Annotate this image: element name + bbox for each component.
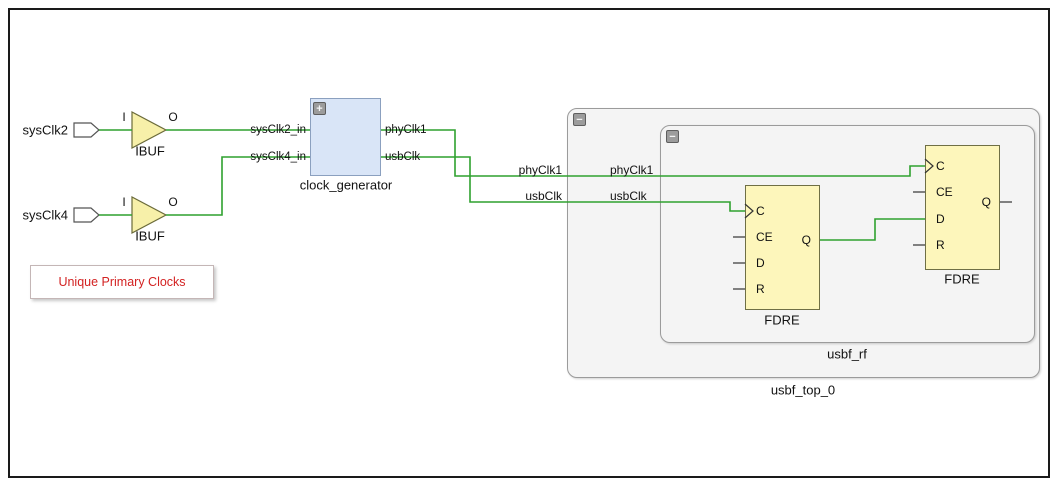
ibuf1-output-pin-label: O xyxy=(168,110,178,124)
collapse-button-usbf-top-0[interactable]: − xyxy=(573,113,586,126)
fdre1-label: FDRE xyxy=(764,312,800,328)
fdre1-pin-r: R xyxy=(756,282,765,296)
fdre1-pin-c: C xyxy=(756,204,765,218)
wire-phyclk1[interactable] xyxy=(381,129,925,177)
input-port-symbol-sysclk2[interactable] xyxy=(73,122,100,138)
clockgen-pin-phyclk1: phyClk1 xyxy=(385,124,427,136)
clock-generator-label: clock_generator xyxy=(299,177,393,193)
fdre2-label: FDRE xyxy=(944,271,980,287)
net-label-phyclk1-outer: phyClk1 xyxy=(518,163,562,177)
clockgen-pin-usbclk: usbClk xyxy=(385,151,421,163)
input-port-symbol-sysclk4[interactable] xyxy=(73,207,100,223)
expand-button-clock-generator[interactable]: + xyxy=(313,102,326,115)
fdre1-pin-ce: CE xyxy=(756,230,773,244)
fdre2-pin-q: Q xyxy=(981,195,991,209)
port-label-sysclk4: sysClk4 xyxy=(22,207,68,223)
wire-fdre1-q-to-fdre2-d[interactable] xyxy=(820,218,925,241)
fdre1-pin-d: D xyxy=(756,256,765,270)
note-text: Unique Primary Clocks xyxy=(58,275,186,289)
fdre2-pin-c: C xyxy=(936,159,945,173)
block-fdre-1[interactable] xyxy=(745,185,820,310)
net-label-usbclk-inner: usbClk xyxy=(610,189,647,203)
wire-usbclk[interactable] xyxy=(381,156,745,212)
ibuf1-input-pin-label: I xyxy=(122,110,126,124)
clockgen-pin-sysclk2-in: sysClk2_in xyxy=(250,124,306,136)
usbf-top-0-label: usbf_top_0 xyxy=(770,382,836,398)
clock-pin-mark-fdre2 xyxy=(924,158,934,174)
fdre2-pin-ce: CE xyxy=(936,185,953,199)
block-fdre-2[interactable] xyxy=(925,145,1000,270)
ibuf2-label: IBUF xyxy=(135,228,165,244)
ibuf1-label: IBUF xyxy=(135,143,165,159)
clockgen-pin-sysclk4-in: sysClk4_in xyxy=(250,151,306,163)
clock-pin-mark-fdre1 xyxy=(744,203,754,219)
port-label-sysclk2: sysClk2 xyxy=(22,122,68,138)
ibuf2-output-pin-label: O xyxy=(168,195,178,209)
wire-sysclk4-ibuf-to-clockgen[interactable] xyxy=(166,156,310,216)
net-label-phyclk1-inner: phyClk1 xyxy=(610,163,654,177)
note-box: Unique Primary Clocks xyxy=(30,265,214,299)
fdre2-pin-r: R xyxy=(936,238,945,252)
collapse-button-usbf-rf[interactable]: − xyxy=(666,130,679,143)
net-label-usbclk-outer: usbClk xyxy=(525,189,562,203)
fdre2-pin-d: D xyxy=(936,212,945,226)
fdre1-pin-q: Q xyxy=(801,233,811,247)
ibuf2-input-pin-label: I xyxy=(122,195,126,209)
usbf-rf-label: usbf_rf xyxy=(827,346,867,362)
